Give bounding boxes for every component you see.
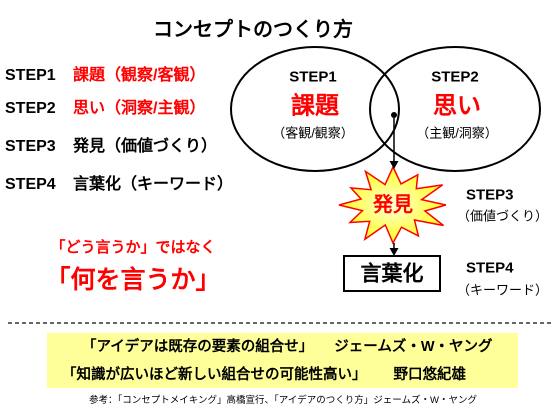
wording-note: （キーワード）: [457, 283, 548, 298]
venn-right-step-label: STEP2: [431, 69, 479, 86]
step-description: 言葉化（キーワード）: [73, 176, 234, 193]
wording-box: 言葉化: [343, 255, 441, 292]
wording-step-label: STEP4: [466, 260, 514, 277]
venn-circle-right: [369, 46, 541, 172]
quote-line: 「アイデアは既存の要素の組合せ」 ジェームズ・W・ヤング: [82, 337, 493, 357]
venn-overlap-dot: [391, 112, 397, 118]
emphasis-subline: 「どう言うか」ではなく: [50, 239, 216, 256]
discovery-note: （価値づくり）: [457, 209, 548, 224]
discovery-starburst: [338, 165, 447, 245]
step-list-item-step3: STEP3 発見（価値づくり）: [5, 137, 217, 157]
venn-left-step-label: STEP1: [289, 69, 337, 86]
discovery-step-label: STEP3: [466, 187, 514, 204]
quote-text: 「知識が広いほど新しい組合せの可能性高い」: [62, 367, 367, 383]
slide-title: コンセプトのつくり方: [153, 19, 353, 41]
reference-note: 参考：「コンセプトメイキング」高橋宣行、「アイデアのつくり方」ジェームズ・W・ヤ…: [89, 395, 477, 406]
arrow-down-icon: [389, 161, 399, 169]
venn-right-note: （主観/洞察）: [416, 126, 498, 141]
step-label: STEP3: [5, 138, 56, 155]
step-label: STEP4: [5, 176, 56, 193]
step-list-item-step2: STEP2 思い（洞察/主観）: [5, 99, 205, 119]
step-description: 発見（価値づくり）: [73, 138, 218, 155]
arrow-to-discovery: [389, 118, 399, 169]
venn-left-keyword: 課題: [291, 92, 340, 120]
arrow-to-wording: [389, 243, 399, 256]
venn-left-note: （客観/観察）: [272, 126, 354, 141]
discovery-keyword: 発見: [372, 192, 413, 216]
venn-circle-left: [230, 46, 400, 172]
step-label: STEP1: [5, 67, 56, 84]
quote-line: 「知識が広いほど新しい組合せの可能性高い」 野口悠紀雄: [62, 365, 466, 385]
arrow-down-icon: [389, 248, 399, 256]
step-description: 課題（観察/客観）: [73, 67, 206, 84]
venn-right-keyword: 思い: [433, 93, 481, 120]
wording-keyword: 言葉化: [361, 262, 424, 286]
quote-box: 「アイデアは既存の要素の組合せ」 ジェームズ・W・ヤング 「知識が広いほど新しい組…: [47, 333, 518, 388]
quote-author: 野口悠紀雄: [393, 367, 467, 383]
quote-author: ジェームズ・W・ヤング: [334, 339, 493, 355]
quote-text: 「アイデアは既存の要素の組合せ」: [82, 339, 314, 355]
step-label: STEP2: [5, 100, 56, 117]
step-list-item-step1: STEP1 課題（観察/客観）: [5, 66, 205, 86]
emphasis-headline: 「何を言うか」: [45, 266, 221, 294]
step-description: 思い（洞察/主観）: [73, 100, 206, 117]
wording-box-frame: [343, 255, 441, 292]
step-list-item-step4: STEP4 言葉化（キーワード）: [5, 175, 233, 195]
